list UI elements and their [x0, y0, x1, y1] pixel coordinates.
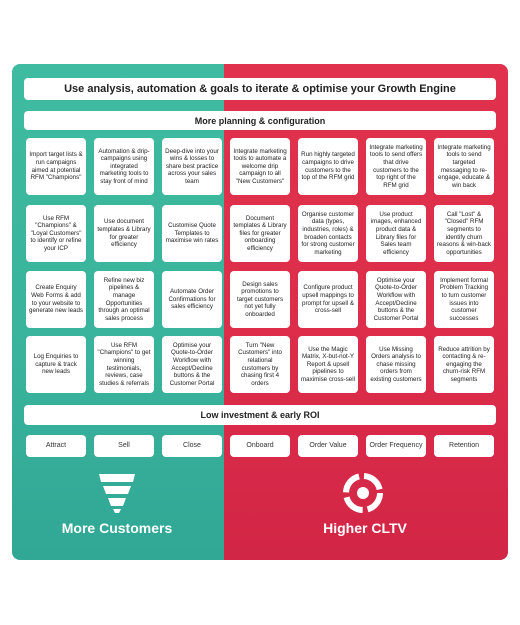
- action-card: Automation & drip-campaigns using integr…: [94, 138, 154, 195]
- action-card: Import target lists & run campaigns aime…: [26, 138, 86, 195]
- funnel-icon: [99, 474, 135, 513]
- action-card: Log Enquiries to capture & track new lea…: [26, 336, 86, 393]
- action-card: Organise customer data (types, industrie…: [298, 205, 358, 262]
- main-title: Use analysis, automation & goals to iter…: [24, 78, 496, 100]
- action-card: Refine new biz pipelines & manage Opport…: [94, 271, 154, 328]
- action-card: Run highly targeted campaigns to drive c…: [298, 138, 358, 195]
- action-card: Use RFM "Champions" & "Loyal Customers" …: [26, 205, 86, 262]
- action-card: Reduce attrition by contacting & re-enga…: [434, 336, 494, 393]
- action-card: Use RFM "Champions" to get winning testi…: [94, 336, 154, 393]
- action-card: Use the Magic Matrix, X-but-not-Y Report…: [298, 336, 358, 393]
- action-card: Configure product upsell mappings to pro…: [298, 271, 358, 328]
- growth-engine-panel: Use analysis, automation & goals to iter…: [12, 64, 508, 560]
- action-card: Create Enquiry Web Forms & add to your w…: [26, 271, 86, 328]
- stage-retention: Retention: [434, 435, 494, 457]
- action-card: Integrate marketing tools to send offers…: [366, 138, 426, 195]
- action-card: Optimise your Quote-to-Order Workflow wi…: [366, 271, 426, 328]
- stage-onboard: Onboard: [230, 435, 290, 457]
- low-investment-label: Low investment & early ROI: [24, 405, 496, 425]
- action-card: Integrate marketing tools to send target…: [434, 138, 494, 195]
- stage-sell: Sell: [94, 435, 154, 457]
- stage-close: Close: [162, 435, 222, 457]
- cycle-icon: [343, 473, 383, 513]
- left-footer-label: More Customers: [61, 520, 173, 536]
- action-card: Customise Quote Templates to maximise wi…: [162, 205, 222, 262]
- action-card: Integrate marketing tools to automate a …: [230, 138, 290, 195]
- stage-attract: Attract: [26, 435, 86, 457]
- action-card: Use product images, enhanced product dat…: [366, 205, 426, 262]
- action-card: Implement formal Problem Tracking to tur…: [434, 271, 494, 328]
- stage-order-frequency: Order Frequency: [366, 435, 426, 457]
- action-card: Call "Lost" & "Closed" RFM segments to i…: [434, 205, 494, 262]
- planning-label: More planning & configuration: [24, 111, 496, 130]
- action-card: Deep-dive into your wins & losses to sha…: [162, 138, 222, 195]
- action-card: Optimise your Quote-to-Order Workflow wi…: [162, 336, 222, 393]
- action-card: Use document templates & Library for gre…: [94, 205, 154, 262]
- action-card: Use Missing Orders analysis to chase mis…: [366, 336, 426, 393]
- stage-order-value: Order Value: [298, 435, 358, 457]
- action-card: Document templates & Library files for g…: [230, 205, 290, 262]
- action-card: Turn "New Customers" into relational cus…: [230, 336, 290, 393]
- action-card: Automate Order Confirmations for sales e…: [162, 271, 222, 328]
- action-card: Design sales promotions to target custom…: [230, 271, 290, 328]
- right-footer-label: Higher CLTV: [323, 520, 407, 536]
